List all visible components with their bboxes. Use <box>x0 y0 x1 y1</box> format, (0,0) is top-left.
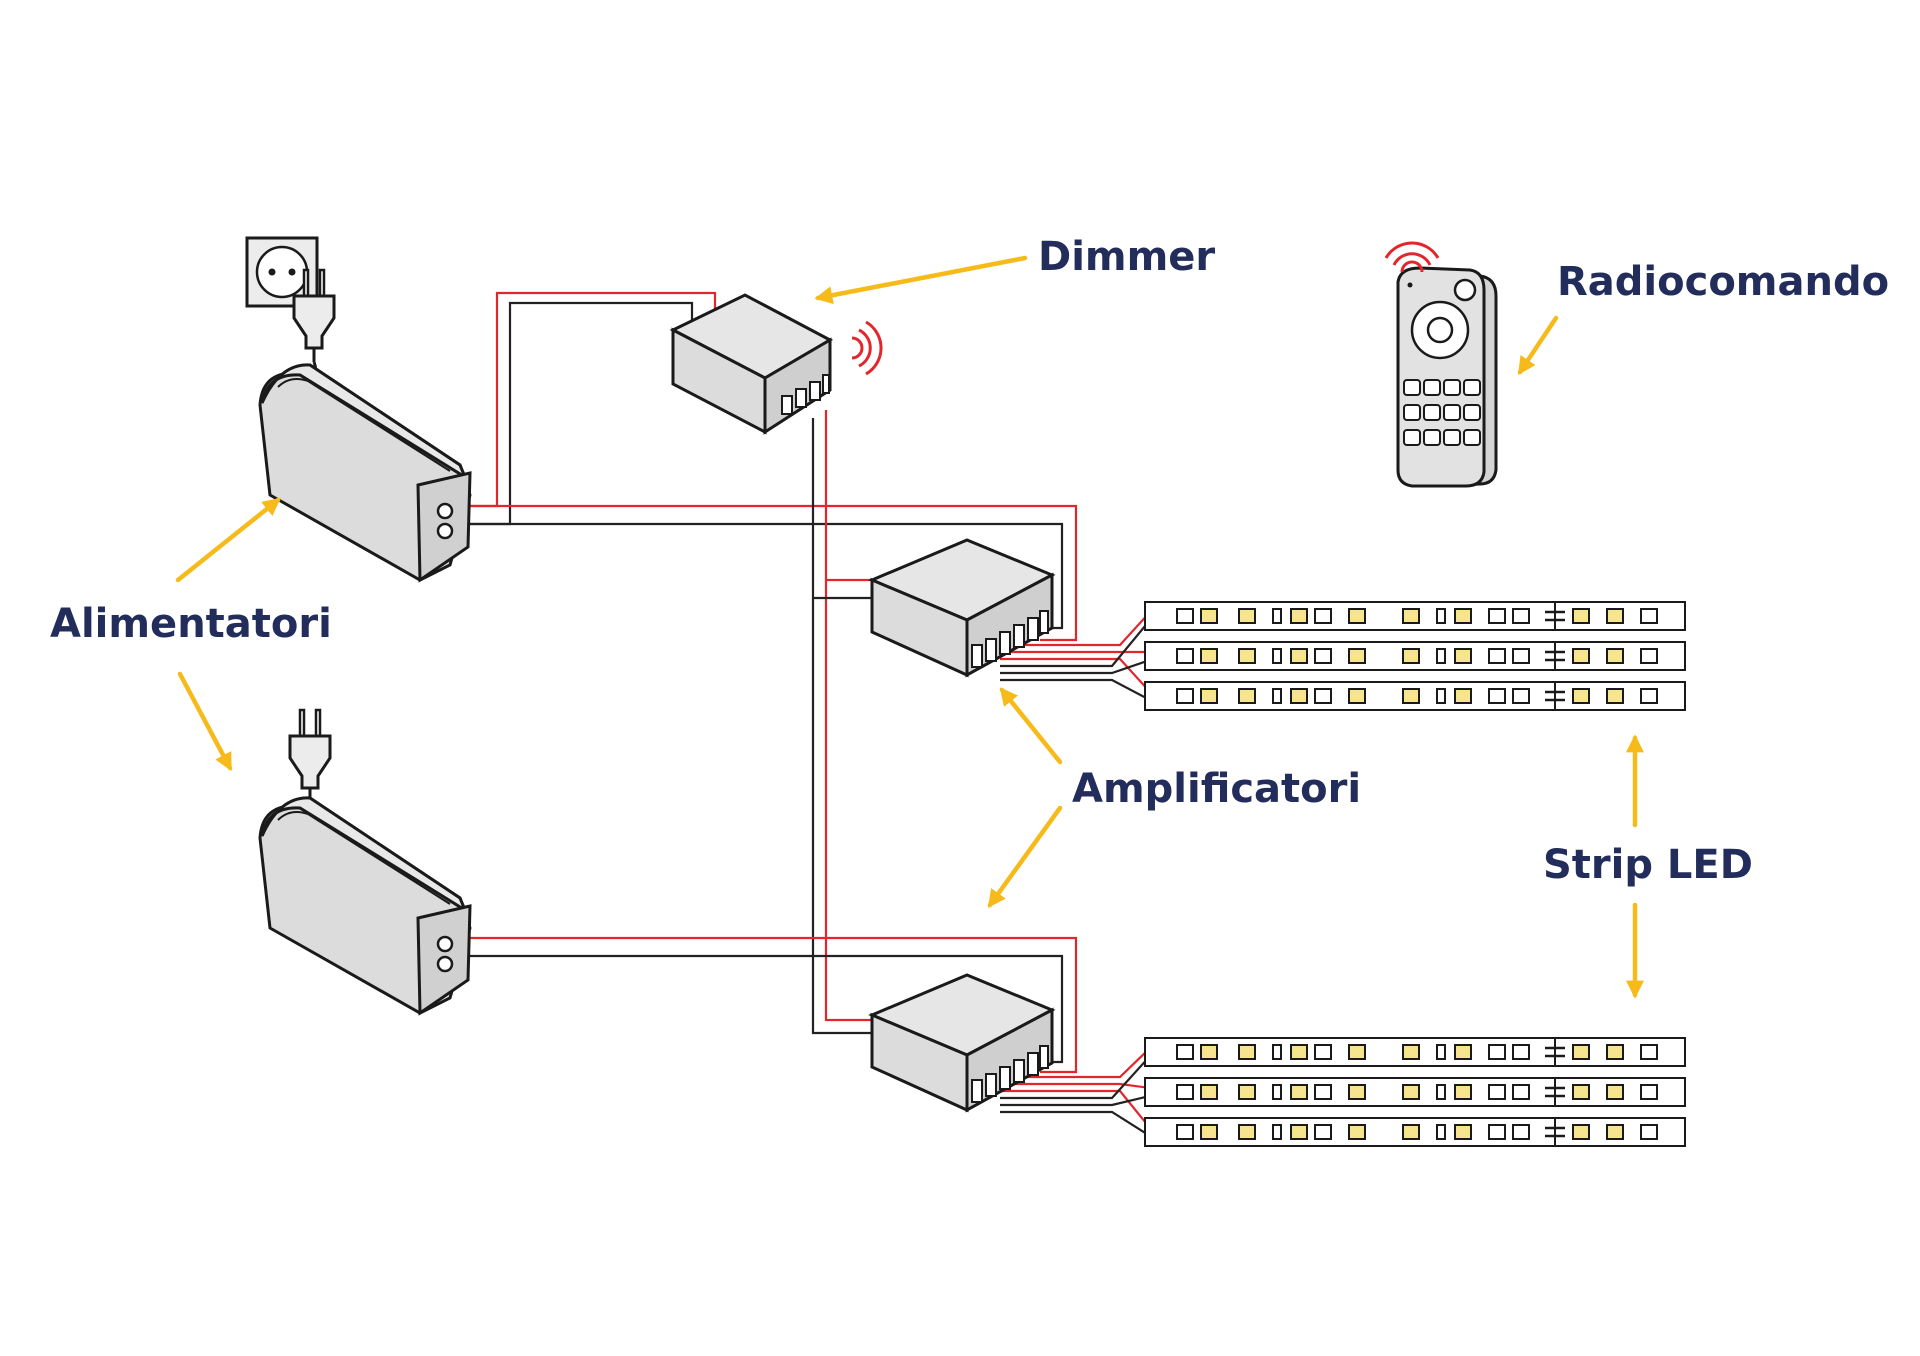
dimmer-red-signal <box>824 410 875 1022</box>
remote-label: Radiocomando <box>1557 259 1889 305</box>
radio-signal-icon <box>850 320 883 376</box>
amplifier-box-icon <box>870 973 1054 1112</box>
power-supplies-label: Alimentatori <box>50 601 332 647</box>
psu1-red-to-amp1 <box>452 504 1078 642</box>
arrow-to-amp2 <box>987 805 1063 908</box>
dimmer-black-signal <box>811 418 875 1035</box>
amplifiers-label: Amplificatori <box>1072 766 1361 812</box>
power-supply-icon <box>258 363 472 582</box>
strips-label: Strip LED <box>1543 842 1753 888</box>
remote-control-icon <box>1396 266 1498 488</box>
arrow-to-psu2 <box>177 671 233 772</box>
arrow-to-amp1 <box>999 687 1063 765</box>
arrow-to-dimmer <box>814 255 1028 305</box>
psu1-black-to-dimmer <box>452 301 694 526</box>
led-strip-icon <box>1143 600 1687 632</box>
power-plug-icon <box>288 708 332 804</box>
led-strip-icon <box>1143 640 1687 672</box>
power-supply-icon <box>258 796 472 1015</box>
psu1-red-to-dimmer <box>452 291 717 508</box>
callout-arrows <box>175 255 1644 999</box>
dimmer-box-icon <box>669 293 834 435</box>
led-strip-icon <box>1143 1116 1687 1148</box>
dimmer-label: Dimmer <box>1038 234 1215 280</box>
led-strip-icon <box>1143 1076 1687 1108</box>
led-strip-icon <box>1143 1036 1687 1068</box>
psu2-red-to-amp2 <box>452 936 1078 1074</box>
arrow-to-psu1 <box>175 497 281 583</box>
amplifier-box-icon <box>870 538 1054 677</box>
arrow-to-remote <box>1517 315 1559 375</box>
led-strip-icon <box>1143 680 1687 712</box>
